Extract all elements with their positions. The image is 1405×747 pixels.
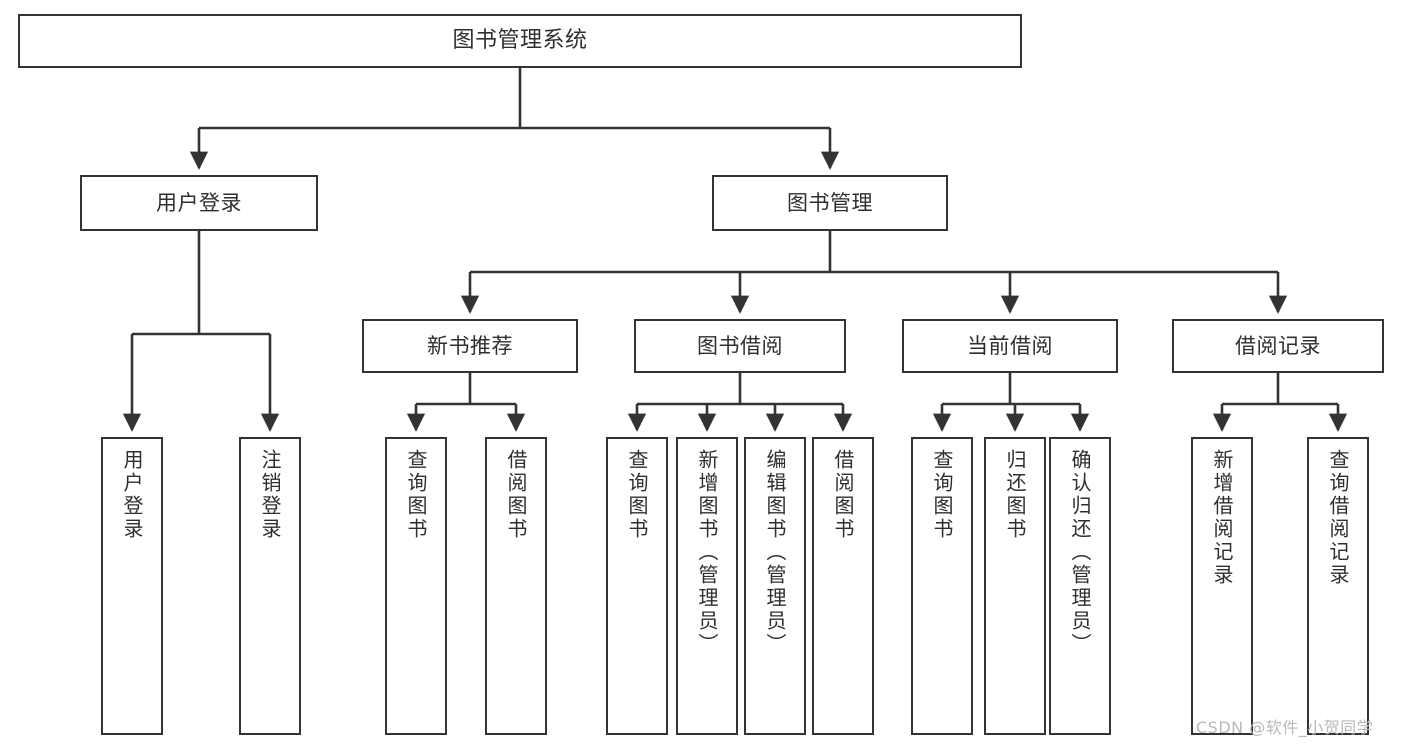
node-leaf-confirm-return-label: 确认归还（管理员） [1068, 449, 1092, 656]
node-leaf-borrow-book-recommend[interactable]: 借阅图书 [485, 437, 547, 735]
node-borrow-record[interactable]: 借阅记录 [1172, 319, 1384, 373]
node-leaf-query-book-recommend-label: 查询图书 [404, 449, 428, 541]
node-leaf-query-borrow-record-label: 查询借阅记录 [1326, 449, 1350, 587]
node-current-borrow-label: 当前借阅 [967, 333, 1053, 358]
node-root[interactable]: 图书管理系统 [18, 14, 1022, 68]
node-leaf-query-book-current[interactable]: 查询图书 [911, 437, 973, 735]
node-leaf-user-login[interactable]: 用户登录 [101, 437, 163, 735]
node-leaf-return-book[interactable]: 归还图书 [984, 437, 1046, 735]
node-leaf-query-book-current-label: 查询图书 [930, 449, 954, 541]
node-leaf-query-book-borrow[interactable]: 查询图书 [606, 437, 668, 735]
node-current-borrow[interactable]: 当前借阅 [902, 319, 1118, 373]
node-user-login[interactable]: 用户登录 [80, 175, 318, 231]
node-leaf-query-borrow-record[interactable]: 查询借阅记录 [1307, 437, 1369, 735]
node-leaf-user-login-label: 用户登录 [120, 449, 144, 541]
node-leaf-borrow-book-label: 借阅图书 [831, 449, 855, 541]
node-leaf-query-book-recommend[interactable]: 查询图书 [385, 437, 447, 735]
node-leaf-borrow-book[interactable]: 借阅图书 [812, 437, 874, 735]
node-leaf-return-book-label: 归还图书 [1003, 449, 1027, 541]
node-book-management-label: 图书管理 [787, 190, 873, 215]
node-new-book-recommend-label: 新书推荐 [427, 333, 513, 358]
node-leaf-add-book-label: 新增图书（管理员） [695, 449, 719, 656]
node-leaf-borrow-book-recommend-label: 借阅图书 [504, 449, 528, 541]
node-book-borrow-label: 图书借阅 [697, 333, 783, 358]
node-book-management[interactable]: 图书管理 [712, 175, 948, 231]
node-borrow-record-label: 借阅记录 [1235, 333, 1321, 358]
node-leaf-add-book[interactable]: 新增图书（管理员） [676, 437, 738, 735]
node-leaf-add-borrow-record-label: 新增借阅记录 [1210, 449, 1234, 587]
node-leaf-add-borrow-record[interactable]: 新增借阅记录 [1191, 437, 1253, 735]
node-leaf-confirm-return[interactable]: 确认归还（管理员） [1049, 437, 1111, 735]
node-new-book-recommend[interactable]: 新书推荐 [362, 319, 578, 373]
node-leaf-user-logout[interactable]: 注销登录 [239, 437, 301, 735]
node-book-borrow[interactable]: 图书借阅 [634, 319, 846, 373]
node-leaf-edit-book-label: 编辑图书（管理员） [763, 449, 787, 656]
node-leaf-query-book-borrow-label: 查询图书 [625, 449, 649, 541]
node-leaf-user-logout-label: 注销登录 [258, 449, 282, 541]
node-leaf-edit-book[interactable]: 编辑图书（管理员） [744, 437, 806, 735]
node-user-login-label: 用户登录 [156, 190, 242, 215]
node-root-label: 图书管理系统 [452, 28, 588, 54]
